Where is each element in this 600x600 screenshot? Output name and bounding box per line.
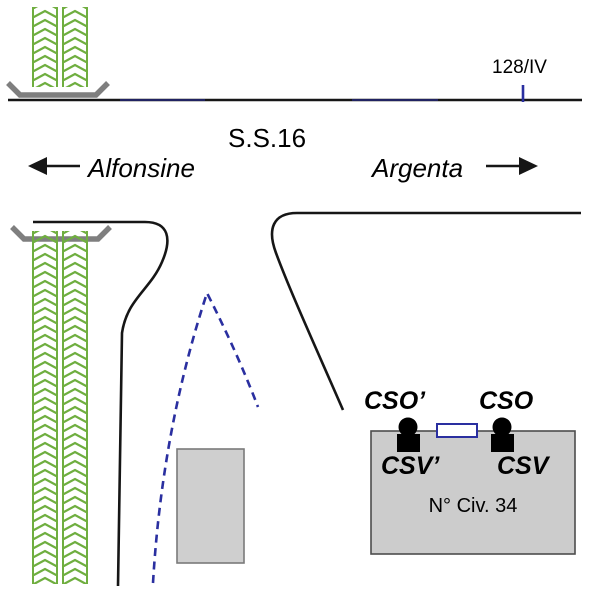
label-cso: CSO: [479, 387, 534, 415]
destination-left-label: Alfonsine: [86, 153, 195, 183]
building-civ-34: [370, 430, 576, 555]
side-road-left-edge: [33, 220, 169, 587]
direction-right: Argenta: [370, 153, 538, 183]
survey-mark-left-square: [397, 434, 420, 452]
survey-mark-right-square: [491, 434, 514, 452]
side-road-right-edge: [270, 211, 581, 411]
label-csv: CSV: [497, 452, 551, 480]
survey-mark-right-dot: [492, 417, 512, 437]
dashed-path-line: [151, 289, 260, 584]
km-marker-label: 128/IV: [492, 57, 547, 78]
road-name-label: S.S.16: [228, 123, 306, 153]
arrow-right-icon: [519, 157, 538, 175]
direction-left: Alfonsine: [28, 153, 195, 183]
vegetation-strip-bottom: [30, 231, 90, 584]
survey-mark-left-dot: [398, 417, 418, 437]
survey-mark-left: [397, 417, 420, 452]
label-cso-prime: CSO’: [364, 387, 426, 415]
door-window-symbol: [436, 423, 478, 438]
label-csv-prime: CSV’: [381, 452, 440, 480]
destination-right-label: Argenta: [370, 153, 463, 183]
bracket-symbol-top: [6, 81, 110, 98]
arrow-left-icon: [28, 157, 47, 175]
building-civ-34-label: N° Civ. 34: [429, 495, 518, 517]
building-small: [176, 448, 245, 564]
vegetation-strip-top: [30, 7, 90, 87]
survey-mark-right: [491, 417, 514, 452]
